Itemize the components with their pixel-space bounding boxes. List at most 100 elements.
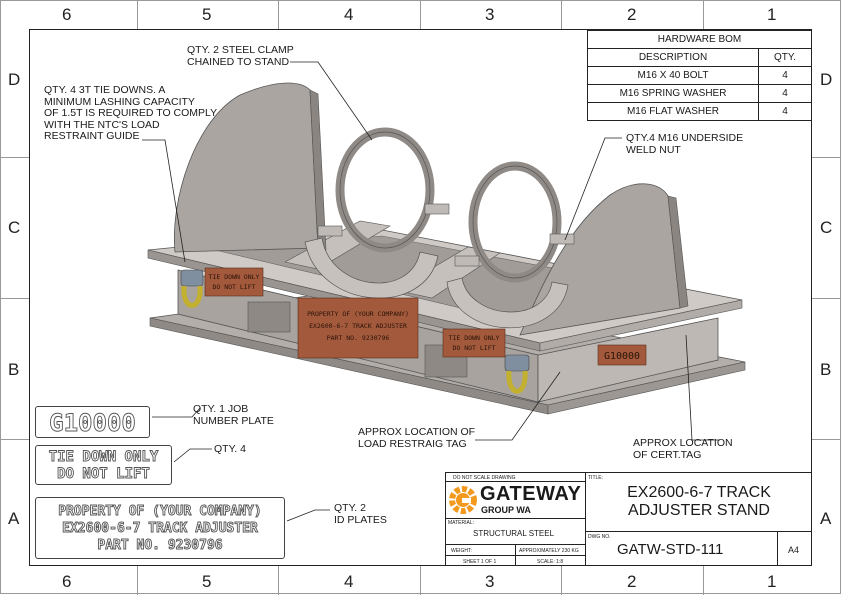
model-job-plate [597,344,647,366]
grid-column-label: 5 [202,572,212,591]
title-label: TITLE: [588,475,604,481]
sheet-number: SHEET 1 OF 1 [463,559,497,565]
zone-tick [137,0,138,29]
grid-column-label: 3 [485,572,495,591]
drawing-title-line: EX2600-6-7 TRACK [627,484,771,501]
zone-tick [137,566,138,595]
callout-line: RESTRAINT GUIDE [44,130,140,142]
zone-tick [278,566,279,595]
leader-lines [142,61,720,522]
zone-tick [0,298,29,299]
leader-tie-downs [142,139,186,263]
leader-cert-tag [685,334,720,441]
grid-row-label: A [820,509,832,528]
callout-line: QTY. 1 JOB [193,403,249,415]
grid-row-label: C [820,218,833,237]
drawing-frame [29,29,812,566]
zone-tick [561,0,562,29]
leader-tie-down-tag [173,448,212,463]
model-id-plate-line3: PART NO. 9230796 [327,334,390,342]
callout-line: MINIMUM LASHING CAPACITY [44,95,195,108]
clamp-foot [549,233,575,245]
clamp-foot [454,255,480,267]
logo-name: GATEWAY [480,483,582,505]
callout-cert-tag: APPROX LOCATION OF CERT.TAG [633,437,733,461]
callout-steel-clamp: QTY. 2 STEEL CLAMP CHAINED TO STAND [187,44,294,68]
callout-line: APPROX LOCATION OF [358,426,476,438]
grid-row-label: B [820,360,832,379]
grid-column-label: 6 [62,5,72,24]
drawing-number: GATW-STD-111 [617,541,724,558]
left-gusset-fin [173,82,319,253]
grid-row-label: B [8,360,20,379]
zone-tick [812,157,841,158]
left-saddle [304,237,439,299]
left-tie-down-shackle [180,269,204,308]
zone-tick [278,0,279,29]
callout-line: QTY.4 M16 UNDERSIDE [626,132,744,144]
callout-tie-downs: QTY. 4 3T TIE DOWNS. A MINIMUM LASHING C… [44,84,218,143]
id-plate: PROPERTY OF (YOUR COMPANY) EX2600-6-7 TR… [35,497,285,559]
zone-tick [0,157,29,158]
zone-tick [703,566,704,595]
model-job-plate-text: G10000 [604,351,640,362]
front-wall-cutout [247,301,291,333]
tie-down-tag-line: DO NOT LIFT [57,466,151,483]
do-not-scale-label: DO NOT SCALE DRAWING [453,475,516,481]
material-label: MATERIAL: [448,520,475,526]
zone-tick [420,566,421,595]
left-gusset-fin-edge [309,89,327,251]
model-tie-down-tag-left [204,267,264,297]
callout-load-tag: APPROX LOCATION OF LOAD RESTRAIG TAG [358,426,476,450]
clamp-foot [317,225,343,237]
leader-id-plates [286,509,330,522]
callout-job-plate: QTY. 1 JOB NUMBER PLATE [193,403,274,427]
id-plate-line: PART NO. 9230796 [97,538,223,554]
clamp-foot [424,203,450,215]
right-tie-down-shackle [504,354,530,394]
drawing-title: EX2600-6-7 TRACK ADJUSTER STAND [586,484,812,520]
grid-column-label: 6 [62,572,72,591]
leader-job-plate [152,407,201,418]
callout-line: QTY. 4 3T TIE DOWNS. A [44,84,166,96]
model-id-plate [297,297,419,359]
zone-tick [0,439,29,440]
weight-value: APPROXIMATELY 230 KG [519,548,579,554]
grid-row-label: A [8,509,20,528]
callout-line: QTY. 2 STEEL CLAMP [187,44,294,56]
bom-row: M16 X 40 BOLT 4 [587,66,812,85]
model-tie-down-tag-right-line2: DO NOT LIFT [452,344,495,352]
callout-line: WELD NUT [626,143,681,156]
job-number-plate: G10000 [35,406,150,438]
tie-down-tag-line: TIE DOWN ONLY [48,449,159,466]
model-tie-down-tag-right-line1: TIE DOWN ONLY [449,334,500,342]
zone-tick [703,0,704,29]
bom-cell-qty: 4 [758,102,812,121]
left-steel-clamp-outline [339,131,431,249]
grid-column-label: 2 [627,5,637,24]
callout-line: OF 1.5T IS REQUIRED TO COMPLY [44,107,218,119]
material-value: STRUCTURAL STEEL [473,529,555,538]
id-plate-line: PROPERTY OF (YOUR COMPANY) [58,504,262,520]
base-bottom-flange-edge-side [547,361,746,415]
right-steel-clamp-outline [472,165,558,279]
grid-row-label: D [8,70,21,89]
grid-column-label: 1 [767,572,777,591]
bom-row: M16 FLAT WASHER 4 [587,102,812,121]
tie-down-tag-plate: TIE DOWN ONLY DO NOT LIFT [35,445,172,485]
model-tie-down-tag-right [442,328,506,358]
grid-column-label: 4 [344,572,354,591]
grid-column-label: 2 [627,572,637,591]
bom-cell-qty: 4 [758,66,812,85]
dwg-no-label: DWG NO. [588,534,611,540]
id-plate-line: EX2600-6-7 TRACK ADJUSTER [62,521,259,537]
grid-row-label: D [820,70,833,89]
zone-tick [420,0,421,29]
callout-line: CHAINED TO STAND [187,55,290,68]
callout-line: OF CERT.TAG [633,448,702,461]
model-id-plate-line2: EX2600-6-7 TRACK ADJUSTER [309,322,407,330]
callout-line: NUMBER PLATE [193,414,274,427]
sheet-size: A4 [788,545,800,555]
zone-tick [812,439,841,440]
